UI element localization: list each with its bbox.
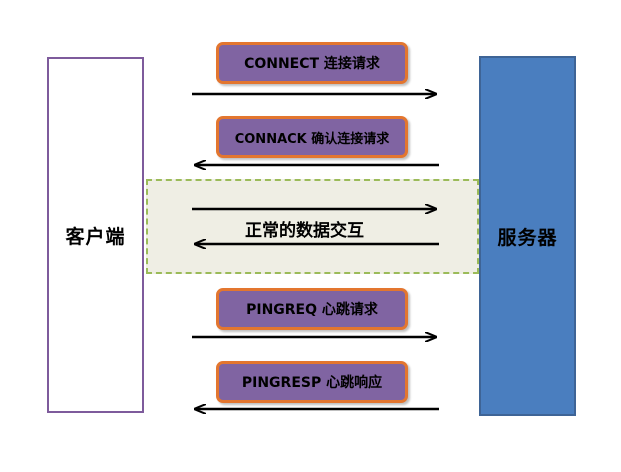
pingreq-message-label: PINGREQ 心跳请求 bbox=[246, 302, 378, 318]
connack-message-label: CONNACK 确认连接请求 bbox=[234, 131, 390, 147]
server-node: 服务器 bbox=[479, 56, 576, 416]
pingreq-message: PINGREQ 心跳请求 bbox=[216, 288, 408, 330]
pingresp-message-label: PINGRESP 心跳响应 bbox=[241, 375, 383, 391]
data-exchange-label: 正常的数据交互 bbox=[245, 221, 364, 241]
client-label: 客户端 bbox=[65, 225, 126, 248]
client-node: 客户端 bbox=[47, 57, 144, 413]
data-exchange-region bbox=[146, 179, 479, 274]
server-label: 服务器 bbox=[497, 226, 558, 249]
connect-message-label: CONNECT 连接请求 bbox=[244, 56, 380, 72]
connect-message: CONNECT 连接请求 bbox=[216, 42, 408, 84]
connack-message: CONNACK 确认连接请求 bbox=[216, 116, 408, 158]
pingresp-message: PINGRESP 心跳响应 bbox=[216, 361, 408, 403]
